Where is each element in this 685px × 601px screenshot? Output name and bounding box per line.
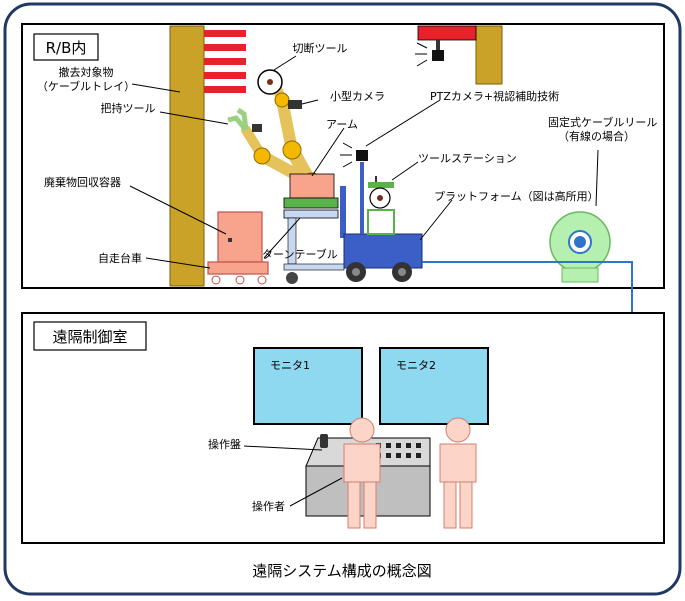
rb-title: R/B内 [46, 39, 87, 57]
label-debris-target-sub: （ケーブルトレイ） [37, 79, 135, 93]
label-arm: アーム [326, 118, 358, 131]
wall-pillar [475, 25, 503, 85]
monitor1 [253, 347, 363, 425]
label-waste-container: 廃棄物回収容器 [44, 175, 121, 189]
label-small-camera: 小型カメラ [330, 89, 385, 103]
leader-lines-rb [129, 55, 599, 269]
label-operator: 操作者 [252, 499, 285, 513]
cable-reel [549, 211, 611, 283]
ptz-camera-rays [415, 42, 428, 67]
label-cutting-tool: 切断ツール [293, 41, 348, 55]
label-cable-reel-sub: （有線の場合） [558, 129, 635, 143]
label-gripper-tool: 把持ツール [101, 101, 156, 115]
ptz-camera-icon [432, 50, 444, 61]
rb-title-box [33, 33, 99, 61]
tool-station [367, 176, 395, 235]
platform-cart [340, 186, 423, 282]
label-ptz-camera: PTZカメラ+視認補助技術 [430, 89, 559, 103]
arm-base [289, 173, 335, 199]
label-platform: プラットフォーム（図は高所用） [434, 189, 599, 203]
monitor1-label: モニタ1 [270, 359, 310, 372]
diagram-caption: 遠隔システム構成の概念図 [252, 562, 432, 580]
label-debris-target: 撤去対象物 [59, 65, 114, 79]
operator-figure-2 [439, 417, 477, 529]
monitor2-label: モニタ2 [396, 359, 436, 372]
debris-pillar [169, 25, 205, 287]
turntable-top [283, 197, 339, 209]
cable-tray [204, 30, 246, 93]
operator-figure-1 [343, 417, 381, 529]
monitor2 [379, 347, 489, 425]
label-control-panel: 操作盤 [208, 437, 241, 451]
label-turntable: ターンテーブル [262, 247, 338, 261]
turntable-plate [283, 209, 339, 219]
label-self-propelled-cart: 自走台車 [98, 251, 142, 265]
small-camera-icon [288, 100, 302, 109]
remote-room-title-box [33, 321, 147, 351]
gripper-tool-icon [227, 107, 249, 132]
self-propelled-cart [207, 261, 269, 275]
arm-camera-icon [356, 150, 368, 161]
waste-container [217, 211, 263, 263]
leader-lines-remote [243, 445, 343, 507]
remote-room-title: 遠隔制御室 [52, 328, 127, 346]
label-tool-station: ツールステーション [418, 152, 517, 165]
ptz-camera-mount [417, 25, 477, 41]
label-cable-reel: 固定式ケーブルリール [548, 115, 657, 129]
